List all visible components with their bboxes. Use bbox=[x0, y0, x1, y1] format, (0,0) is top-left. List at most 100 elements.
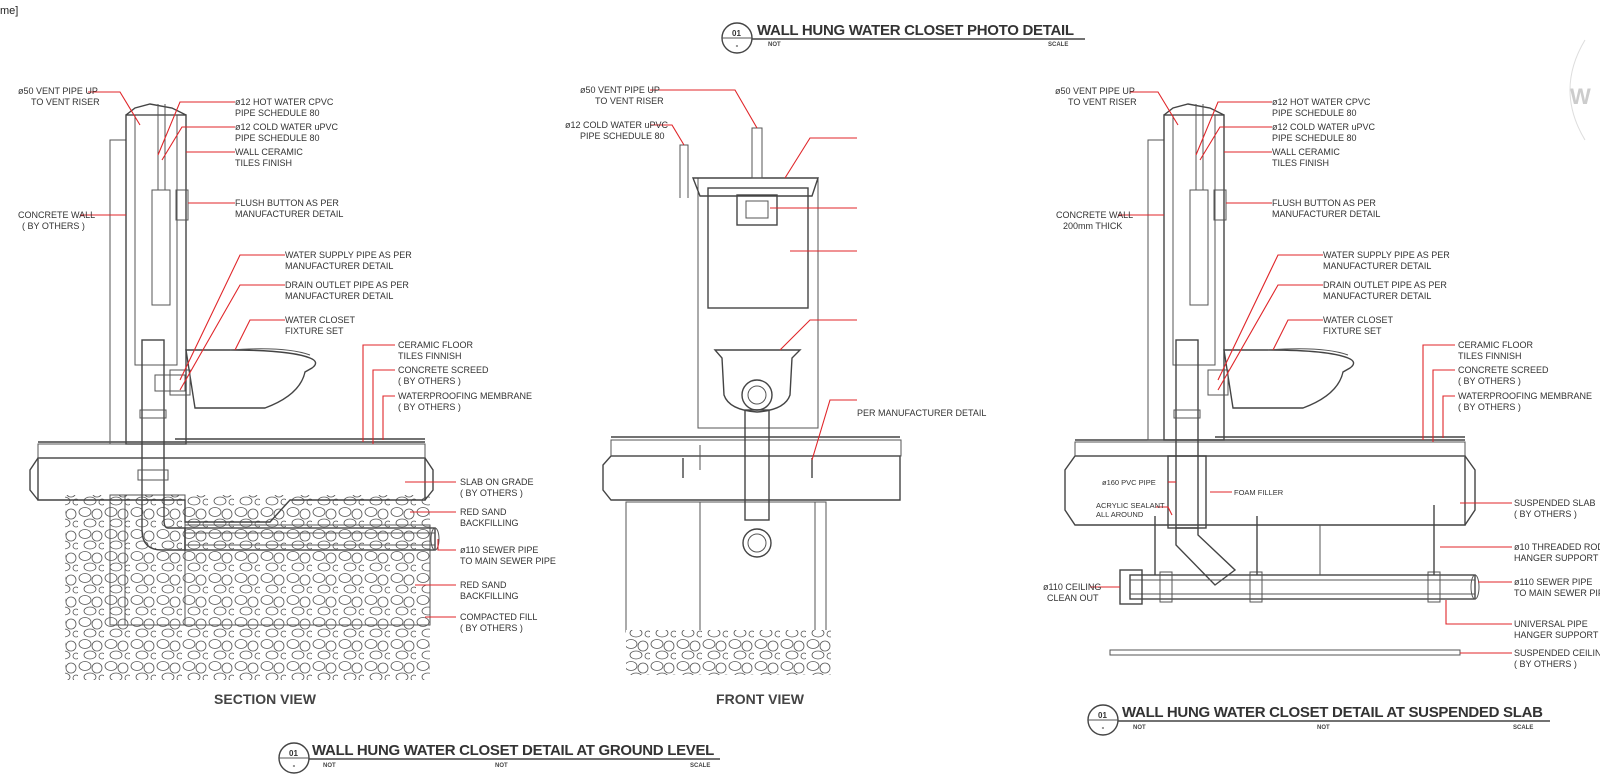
susp-label-tile-2: TILES FINISH bbox=[1272, 158, 1329, 168]
susp-label-screed-1: CONCRETE SCREED bbox=[1458, 365, 1549, 375]
susp-label-ceiling-2: ( BY OTHERS ) bbox=[1514, 659, 1577, 669]
photo-detail-sub-left: NOT bbox=[768, 42, 781, 48]
susp-label-sewer-1: ø110 SEWER PIPE bbox=[1514, 577, 1592, 587]
section-label-vent-2: TO VENT RISER bbox=[31, 97, 100, 107]
susp-label-floor-1: CERAMIC FLOOR bbox=[1458, 340, 1534, 350]
ground-level-sub-right: SCALE bbox=[690, 763, 710, 769]
section-label-drain-2: MANUFACTURER DETAIL bbox=[285, 291, 393, 301]
drain-pipe-vertical bbox=[141, 339, 165, 501]
front-label-vent-1: ø50 VENT PIPE UP bbox=[580, 85, 660, 95]
front-view-caption: FRONT VIEW bbox=[716, 691, 805, 707]
cistern bbox=[151, 189, 171, 306]
susp-label-drain-2: MANUFACTURER DETAIL bbox=[1323, 291, 1431, 301]
susp-label-hanger-1: UNIVERSAL PIPE bbox=[1514, 619, 1588, 629]
section-label-hot-2: PIPE SCHEDULE 80 bbox=[235, 108, 320, 118]
section-label-vent-1: ø50 VENT PIPE UP bbox=[18, 86, 98, 96]
toilet-bowl bbox=[185, 349, 317, 409]
suspended-concrete-wall bbox=[1147, 139, 1165, 441]
suspended-number: 01 bbox=[1098, 711, 1107, 720]
susp-label-cleanout-1: ø110 CEILING bbox=[1043, 582, 1101, 592]
section-label-wp-1: WATERPROOFING MEMBRANE bbox=[398, 391, 532, 401]
susp-label-hanger-2: HANGER SUPPORT bbox=[1514, 630, 1599, 640]
front-label-cold-1: ø12 COLD WATER uPVC bbox=[565, 120, 669, 130]
susp-label-wall-1: CONCRETE WALL bbox=[1056, 210, 1133, 220]
section-label-sand2-2: BACKFILLING bbox=[460, 591, 519, 601]
susp-label-hot-2: PIPE SCHEDULE 80 bbox=[1272, 108, 1357, 118]
front-view-drawing bbox=[602, 89, 902, 675]
section-label-floor-2: TILES FINNISH bbox=[398, 351, 462, 361]
section-label-slab-2: ( BY OTHERS ) bbox=[460, 488, 523, 498]
susp-label-rod-1: ø10 THREADED ROD bbox=[1514, 542, 1600, 552]
svg-text:-: - bbox=[293, 761, 296, 770]
concrete-wall-left bbox=[109, 139, 127, 445]
section-label-wall-1: CONCRETE WALL bbox=[18, 210, 95, 220]
susp-label-vent-2: TO VENT RISER bbox=[1068, 97, 1137, 107]
edge-text-fragment: W bbox=[1570, 84, 1591, 109]
sewer-pipe bbox=[184, 527, 436, 551]
susp-label-slab-2: ( BY OTHERS ) bbox=[1514, 509, 1577, 519]
section-label-supply-1: WATER SUPPLY PIPE AS PER bbox=[285, 250, 412, 260]
section-label-flush-2: MANUFACTURER DETAIL bbox=[235, 209, 343, 219]
section-label-sand1-2: BACKFILLING bbox=[460, 518, 519, 528]
section-label-screed-1: CONCRETE SCREED bbox=[398, 365, 489, 375]
susp-label-screed-2: ( BY OTHERS ) bbox=[1458, 376, 1521, 386]
front-slab bbox=[602, 455, 901, 501]
susp-label-rod-2: HANGER SUPPORT bbox=[1514, 553, 1599, 563]
pvc-sleeve bbox=[1167, 455, 1207, 529]
suspended-screed bbox=[1074, 441, 1466, 457]
section-label-wp-2: ( BY OTHERS ) bbox=[398, 402, 461, 412]
susp-label-tile-1: WALL CERAMIC bbox=[1272, 147, 1340, 157]
susp-label-sewer-2: TO MAIN SEWER PIPE bbox=[1514, 588, 1600, 598]
front-cistern bbox=[707, 187, 809, 309]
suspended-toilet-bowl bbox=[1223, 349, 1355, 409]
front-red-sand bbox=[625, 501, 827, 633]
section-label-flush-1: FLUSH BUTTON AS PER bbox=[235, 198, 339, 208]
section-label-sand2-1: RED SAND bbox=[460, 580, 507, 590]
section-label-screed-2: ( BY OTHERS ) bbox=[398, 376, 461, 386]
section-label-supply-2: MANUFACTURER DETAIL bbox=[285, 261, 393, 271]
front-screed bbox=[610, 439, 902, 457]
section-label-slab-1: SLAB ON GRADE bbox=[460, 477, 534, 487]
front-label-cold-2: PIPE SCHEDULE 80 bbox=[580, 131, 665, 141]
suspended-slab-labels: ø50 VENT PIPE UP TO VENT RISER ø12 HOT W… bbox=[1043, 86, 1600, 669]
concrete-screed bbox=[37, 443, 426, 459]
susp-label-foam: FOAM FILLER bbox=[1234, 488, 1284, 497]
susp-label-cold-2: PIPE SCHEDULE 80 bbox=[1272, 133, 1357, 143]
compacted-fill-layer bbox=[65, 495, 430, 680]
susp-label-wp-2: ( BY OTHERS ) bbox=[1458, 402, 1521, 412]
section-view-drawing bbox=[29, 91, 456, 680]
front-bowl bbox=[713, 349, 802, 413]
susp-label-drain-1: DRAIN OUTLET PIPE AS PER bbox=[1323, 280, 1447, 290]
susp-label-vent-1: ø50 VENT PIPE UP bbox=[1055, 86, 1135, 96]
flush-button bbox=[175, 189, 189, 221]
front-view-labels: ø50 VENT PIPE UP TO VENT RISER ø12 COLD … bbox=[565, 85, 986, 707]
susp-label-supply-1: WATER SUPPLY PIPE AS PER bbox=[1323, 250, 1450, 260]
suspended-ceiling bbox=[1109, 649, 1461, 656]
section-label-fill-1: COMPACTED FILL bbox=[460, 612, 537, 622]
section-label-cold-1: ø12 COLD WATER uPVC bbox=[235, 122, 339, 132]
cistern-frame bbox=[134, 114, 178, 366]
front-compacted-fill bbox=[626, 630, 831, 675]
susp-label-slab-1: SUSPENDED SLAB bbox=[1514, 498, 1596, 508]
ground-level-sub-left: NOT bbox=[323, 763, 336, 769]
front-label-manufacturer: PER MANUFACTURER DETAIL bbox=[857, 408, 986, 418]
suspended-sub-left: NOT bbox=[1133, 725, 1146, 731]
svg-text:-: - bbox=[1102, 723, 1105, 732]
section-label-wall-2: ( BY OTHERS ) bbox=[22, 221, 85, 231]
susp-label-acrylic-2: ALL AROUND bbox=[1096, 510, 1144, 519]
suspended-sub-mid: NOT bbox=[1317, 725, 1330, 731]
susp-label-cold-1: ø12 COLD WATER uPVC bbox=[1272, 122, 1376, 132]
suspended-title-block: 01 - WALL HUNG WATER CLOSET DETAIL AT SU… bbox=[1087, 704, 1550, 736]
section-label-tile-1: WALL CERAMIC bbox=[235, 147, 303, 157]
section-label-sand1-1: RED SAND bbox=[460, 507, 507, 517]
edge-arc bbox=[1569, 39, 1586, 141]
section-label-sewer-1: ø110 SEWER PIPE bbox=[460, 545, 538, 555]
suspended-title: WALL HUNG WATER CLOSET DETAIL AT SUSPEND… bbox=[1122, 704, 1543, 721]
section-label-wc-1: WATER CLOSET bbox=[285, 315, 356, 325]
susp-label-flush-1: FLUSH BUTTON AS PER bbox=[1272, 198, 1376, 208]
front-frame bbox=[697, 177, 819, 429]
suspended-cistern bbox=[1189, 189, 1209, 306]
section-label-floor-1: CERAMIC FLOOR bbox=[398, 340, 474, 350]
section-label-cold-2: PIPE SCHEDULE 80 bbox=[235, 133, 320, 143]
